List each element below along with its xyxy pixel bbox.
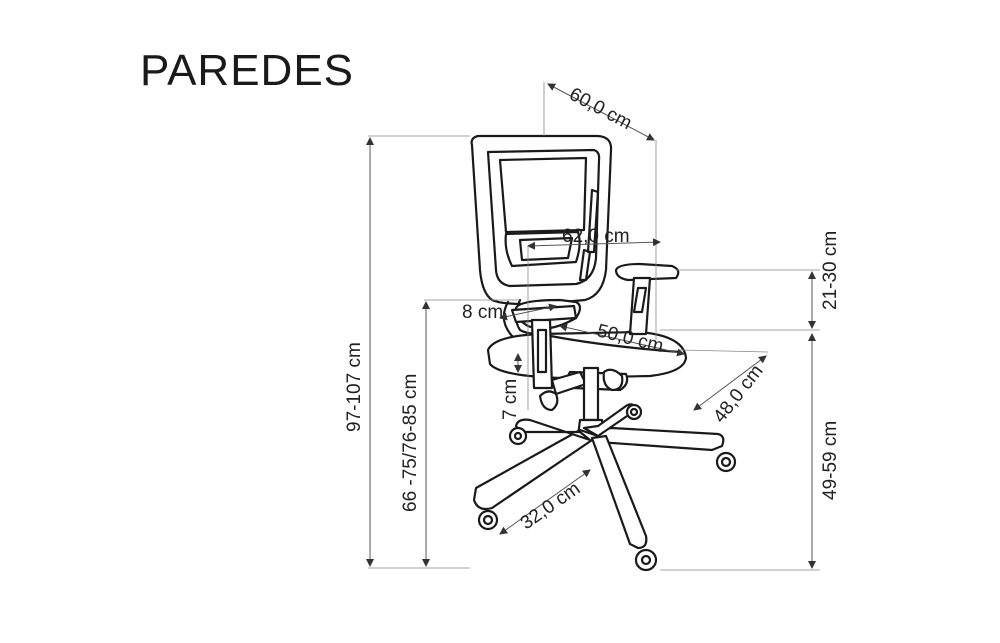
label-depth-total: 60,0 cm (566, 84, 636, 134)
chair-illustration (470, 134, 737, 572)
label-width-armrests: 62,0 cm (562, 226, 630, 247)
label-armrest-floor-height: 66 -75/76-85 cm (400, 374, 421, 512)
dim-line-seat-offset (499, 303, 557, 321)
label-base-radius: 32,0 cm (517, 478, 584, 534)
product-title: PAREDES (140, 46, 355, 95)
ext-line-seat-depth-top (679, 349, 769, 353)
dim-line-base-radius (499, 469, 591, 535)
label-seat-adjust: 7 cm (500, 379, 521, 420)
label-seat-offset: 8 cm (462, 302, 503, 323)
label-seat-depth: 48,0 cm (709, 361, 767, 427)
dim-line-depth-total (547, 83, 655, 141)
label-seat-height: 49-59 cm (820, 421, 841, 500)
label-armrest-height: 21-30 cm (820, 231, 841, 310)
label-total-height: 97-107 cm (344, 342, 365, 432)
dim-line-width-armrests (527, 238, 661, 250)
dim-line-seat-depth (693, 355, 767, 411)
dim-line-seat-width (559, 323, 685, 357)
